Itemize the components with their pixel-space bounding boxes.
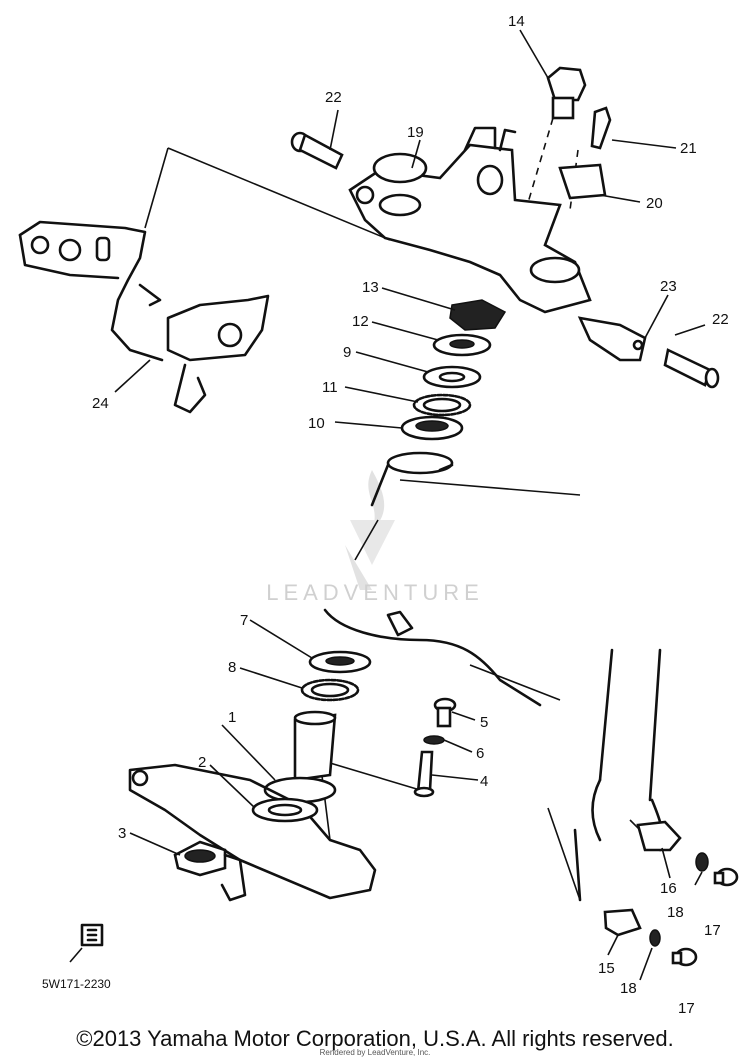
watermark: LEADVENTURE xyxy=(266,470,484,605)
callout-6: 6 xyxy=(476,745,484,762)
part-3-guide xyxy=(173,840,247,902)
part-16-clamp xyxy=(636,820,682,852)
callout-2: 2 xyxy=(198,754,206,771)
part-12-washer xyxy=(432,333,492,357)
part-17-screw-upper xyxy=(713,867,739,887)
fork-tube xyxy=(573,648,664,902)
callout-23: 23 xyxy=(660,278,677,295)
under-bracket xyxy=(128,763,377,900)
callout-24: 24 xyxy=(92,395,109,412)
callout-18-upper: 18 xyxy=(667,904,684,921)
render-credit: Rendered by LeadVenture, Inc. xyxy=(319,1048,431,1057)
callout-12: 12 xyxy=(352,313,369,330)
callout-15: 15 xyxy=(598,960,615,977)
callout-22-lower: 22 xyxy=(712,311,729,328)
part-17-screw-lower xyxy=(671,947,698,967)
callout-14: 14 xyxy=(508,13,525,30)
part-11-bearing xyxy=(412,393,472,417)
fwd-arrow-icon xyxy=(69,923,104,963)
callout-17-lower: 17 xyxy=(678,1000,695,1017)
part-23-clamp xyxy=(577,316,647,362)
part-9-race xyxy=(422,365,482,389)
callout-13: 13 xyxy=(362,279,379,296)
callout-7: 7 xyxy=(240,612,248,629)
upper-bracket xyxy=(348,126,592,314)
callout-20: 20 xyxy=(646,195,663,212)
callout-19: 19 xyxy=(407,124,424,141)
callout-8: 8 xyxy=(228,659,236,676)
part-2-seal xyxy=(251,797,319,823)
callout-5: 5 xyxy=(480,714,488,731)
part-10-race xyxy=(400,415,464,441)
part-21-bolt xyxy=(590,106,612,150)
diagram-code: 5W171-2230 xyxy=(42,977,111,991)
part-22-bolt-left xyxy=(290,131,344,170)
part-18-washer-upper xyxy=(695,852,709,872)
callout-1: 1 xyxy=(228,709,236,726)
watermark-logo-icon xyxy=(345,470,395,590)
callout-16: 16 xyxy=(660,880,677,897)
callout-3: 3 xyxy=(118,825,126,842)
part-20-block xyxy=(558,163,607,200)
part-18-washer-lower xyxy=(649,929,661,947)
part-8-bearing xyxy=(300,678,360,702)
part-14-bolt xyxy=(546,66,587,120)
callout-10: 10 xyxy=(308,415,325,432)
part-4-stopper xyxy=(413,750,435,798)
callout-labels: 1 2 3 4 5 6 7 8 9 10 11 12 13 14 15 16 1… xyxy=(92,13,729,1017)
part-15-clamp xyxy=(603,908,642,937)
part-24-bracket xyxy=(18,220,270,414)
copyright-notice: ©2013 Yamaha Motor Corporation, U.S.A. A… xyxy=(76,1026,674,1051)
callout-17-upper: 17 xyxy=(704,922,721,939)
watermark-text: LEADVENTURE xyxy=(266,580,484,605)
callout-22-upper: 22 xyxy=(325,89,342,106)
callout-11: 11 xyxy=(322,379,338,396)
part-22-bolt-right xyxy=(663,348,720,389)
callout-21: 21 xyxy=(680,140,697,157)
part-13-nut xyxy=(449,299,507,331)
part-7-race xyxy=(308,650,372,674)
callout-4: 4 xyxy=(480,773,488,790)
frame-head-tube xyxy=(323,451,542,707)
part-6-washer xyxy=(423,735,445,745)
part-5-bolt xyxy=(433,697,457,728)
callout-leaders xyxy=(114,29,706,981)
steering-stem xyxy=(263,710,337,804)
callout-18-lower: 18 xyxy=(620,980,637,997)
callout-9: 9 xyxy=(343,344,351,361)
